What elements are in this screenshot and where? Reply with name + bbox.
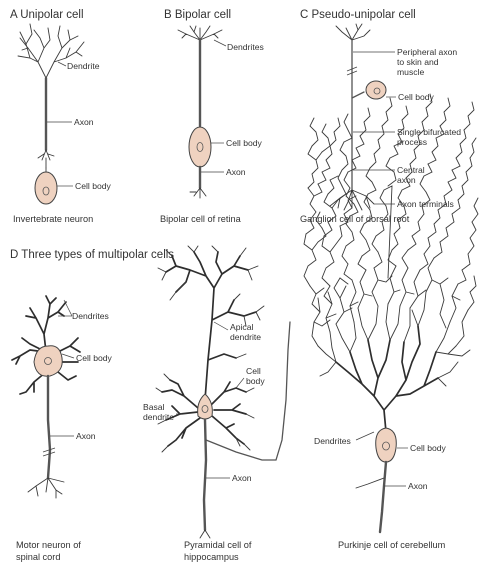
pseudo-cell-body-label: Cell body [398, 92, 435, 102]
purkinje-dendrites-label: Dendrites [314, 436, 351, 446]
purkinje-axon [378, 460, 388, 534]
unipolar-cell-body-label: Cell body [75, 181, 112, 191]
motor-neuron: Dendrites Cell body Axon Motor neuron of… [11, 295, 113, 562]
panel-a-unipolar: A Unipolar cell Dendrite Axon Cell body … [10, 9, 112, 224]
pyramidal-basal-label-1: Basal [143, 402, 165, 412]
pyramidal-cell: Apical dendrite Cell body Basal dendrite… [143, 245, 291, 562]
panel-d-title: D Three types of multipolar cells [10, 249, 174, 261]
pyramidal-axon-collateral [205, 321, 291, 461]
unipolar-dendrite-tree [17, 23, 85, 151]
bipolar-axon-label: Axon [226, 167, 246, 177]
pseudo-central-label-2: axon [397, 175, 416, 185]
pseudo-stem-process [351, 91, 365, 99]
pseudo-cell-body [365, 80, 387, 100]
pseudo-peripheral-endings [335, 23, 371, 41]
pyramidal-caption-1: Pyramidal cell of [184, 540, 252, 550]
purkinje-cell-body [375, 427, 397, 463]
bipolar-dendrites [177, 25, 223, 41]
purkinje-dendritic-tree [303, 93, 479, 433]
pyramidal-cell-label-2: body [246, 376, 265, 386]
pyramidal-caption-2: hippocampus [184, 552, 239, 562]
pseudo-caption: Ganglion cell of dorsal root [300, 214, 410, 224]
pyramidal-apical-dendrite [157, 245, 265, 401]
motor-cell-body-label: Cell body [76, 353, 113, 363]
bipolar-cell-body [188, 126, 212, 168]
pyramidal-axon [202, 418, 208, 532]
motor-dendrites [11, 295, 81, 395]
unipolar-nucleus [42, 186, 50, 196]
pseudo-peripheral-label-3: muscle [397, 67, 424, 77]
pseudo-nucleus [373, 87, 381, 95]
pyramidal-cell-body [197, 393, 213, 420]
unipolar-cell-body [34, 171, 58, 205]
pseudo-process-label-2: process [397, 137, 427, 147]
purkinje-axon-collateral [355, 477, 385, 489]
purkinje-cell-body-label: Cell body [410, 443, 447, 453]
bipolar-caption: Bipolar cell of retina [160, 214, 242, 224]
purkinje-caption: Purkinje cell of cerebellum [338, 540, 446, 550]
unipolar-axon-label: Axon [74, 117, 94, 127]
unipolar-caption: Invertebrate neuron [13, 214, 93, 224]
pyramidal-apical-label-1: Apical [230, 322, 253, 332]
pyramidal-basal-label-2: dendrite [143, 412, 174, 422]
motor-axon-label: Axon [76, 431, 96, 441]
bipolar-nucleus [196, 142, 204, 152]
panel-b-bipolar: B Bipolar cell Dendrites Cell body Axon … [160, 9, 264, 224]
bipolar-dendrites-label: Dendrites [227, 42, 264, 52]
pseudo-central-label-1: Central [397, 165, 425, 175]
pseudo-peripheral-label-2: to skin and [397, 57, 439, 67]
pyramidal-nucleus [201, 405, 209, 413]
unipolar-dendrite-label: Dendrite [67, 61, 100, 71]
purkinje-axon-label: Axon [408, 481, 428, 491]
pseudo-terminals-label: Axon terminals [397, 199, 454, 209]
motor-nucleus [44, 357, 52, 365]
motor-dendrites-label: Dendrites [72, 311, 109, 321]
pseudo-process-label-1: Single bifurcated [397, 127, 461, 137]
pseudo-peripheral-label-1: Peripheral axon [397, 47, 457, 57]
pyramidal-cell-label-1: Cell [246, 366, 261, 376]
unipolar-axon-terminals [37, 149, 55, 169]
bipolar-axon-terminals [189, 187, 207, 199]
panel-c-title: C Pseudo-unipolar cell [300, 9, 416, 21]
motor-axon-break [42, 447, 56, 457]
pseudo-axon-break [346, 66, 358, 76]
motor-caption-2: spinal cord [16, 552, 60, 562]
purkinje-cell: Dendrites Cell body Axon Purkinje cell o… [303, 93, 479, 550]
purkinje-nucleus [382, 441, 390, 451]
bipolar-cell-body-label: Cell body [226, 138, 263, 148]
motor-axon-terminals [27, 477, 65, 499]
panel-c-pseudo-unipolar: C Pseudo-unipolar cell Peripheral axon t… [300, 9, 461, 224]
motor-caption-1: Motor neuron of [16, 540, 81, 550]
pyramidal-axon-label: Axon [232, 473, 252, 483]
pyramidal-apical-label-2: dendrite [230, 332, 261, 342]
motor-axon [46, 374, 52, 480]
motor-cell-body [33, 345, 63, 377]
panel-a-title: A Unipolar cell [10, 9, 84, 21]
panel-b-title: B Bipolar cell [164, 9, 231, 21]
